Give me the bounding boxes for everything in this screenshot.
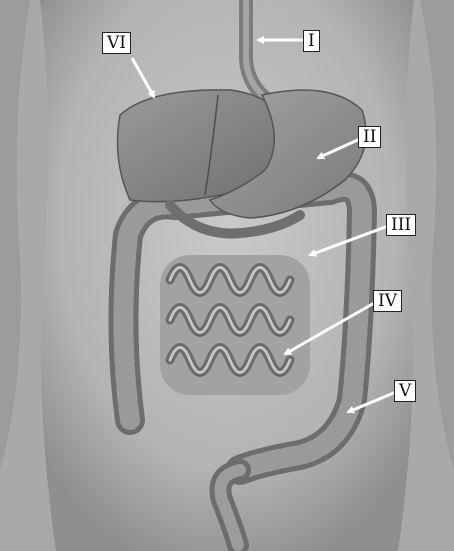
label-VI: VI xyxy=(102,32,131,54)
small-intestine xyxy=(160,255,310,395)
label-IV: IV xyxy=(373,290,402,312)
label-III: III xyxy=(386,214,416,236)
label-II: II xyxy=(358,126,381,148)
label-V: V xyxy=(394,380,416,402)
label-I: I xyxy=(303,30,320,52)
